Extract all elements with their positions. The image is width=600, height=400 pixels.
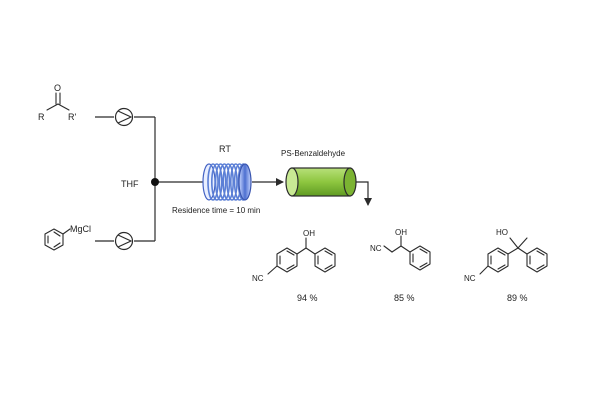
ketone-r2-label: R': [68, 112, 76, 122]
product-3-oh-label: HO: [496, 228, 508, 237]
coil-reactor-icon: [202, 163, 252, 201]
coil-ring: [222, 163, 234, 201]
product-2-oh-label: OH: [395, 228, 407, 237]
solvent-label: THF: [121, 179, 139, 189]
product-3-structure: HO NC: [464, 228, 548, 283]
product-3-yield: 89 %: [507, 293, 528, 303]
product-3-cn-label: NC: [464, 274, 476, 283]
grignard-label: MgCl: [70, 224, 91, 234]
ketone-r-label: R: [38, 112, 45, 122]
coil-ring: [218, 163, 231, 201]
scavenger-column-icon: [285, 167, 357, 197]
feed-lines: [95, 116, 205, 242]
product-2-cn-label: NC: [370, 244, 382, 253]
grignard-structure: MgCl: [44, 224, 91, 251]
product-1-yield: 94 %: [297, 293, 318, 303]
pump-icon-bottom: [114, 231, 134, 251]
residence-time-label: Residence time = 10 min: [172, 206, 260, 215]
coil-ring: [211, 163, 223, 201]
ketone-oxygen-label: O: [54, 83, 61, 93]
coil-ring: [226, 163, 238, 201]
coil-ring: [207, 163, 219, 201]
outlet-arrow: [356, 181, 372, 206]
product-2-structure: OH NC: [370, 228, 431, 271]
column-label: PS-Benzaldehyde: [281, 149, 346, 158]
coil-ring: [214, 163, 227, 201]
product-1-structure: OH NC: [252, 229, 336, 283]
reactor-temperature-label: RT: [219, 144, 231, 154]
pump-icon-top: [114, 107, 134, 127]
product-2-yield: 85 %: [394, 293, 415, 303]
ketone-structure: O R R': [38, 83, 76, 122]
product-1-oh-label: OH: [303, 229, 315, 238]
product-1-cn-label: NC: [252, 274, 264, 283]
mixing-point-icon: [151, 178, 159, 186]
